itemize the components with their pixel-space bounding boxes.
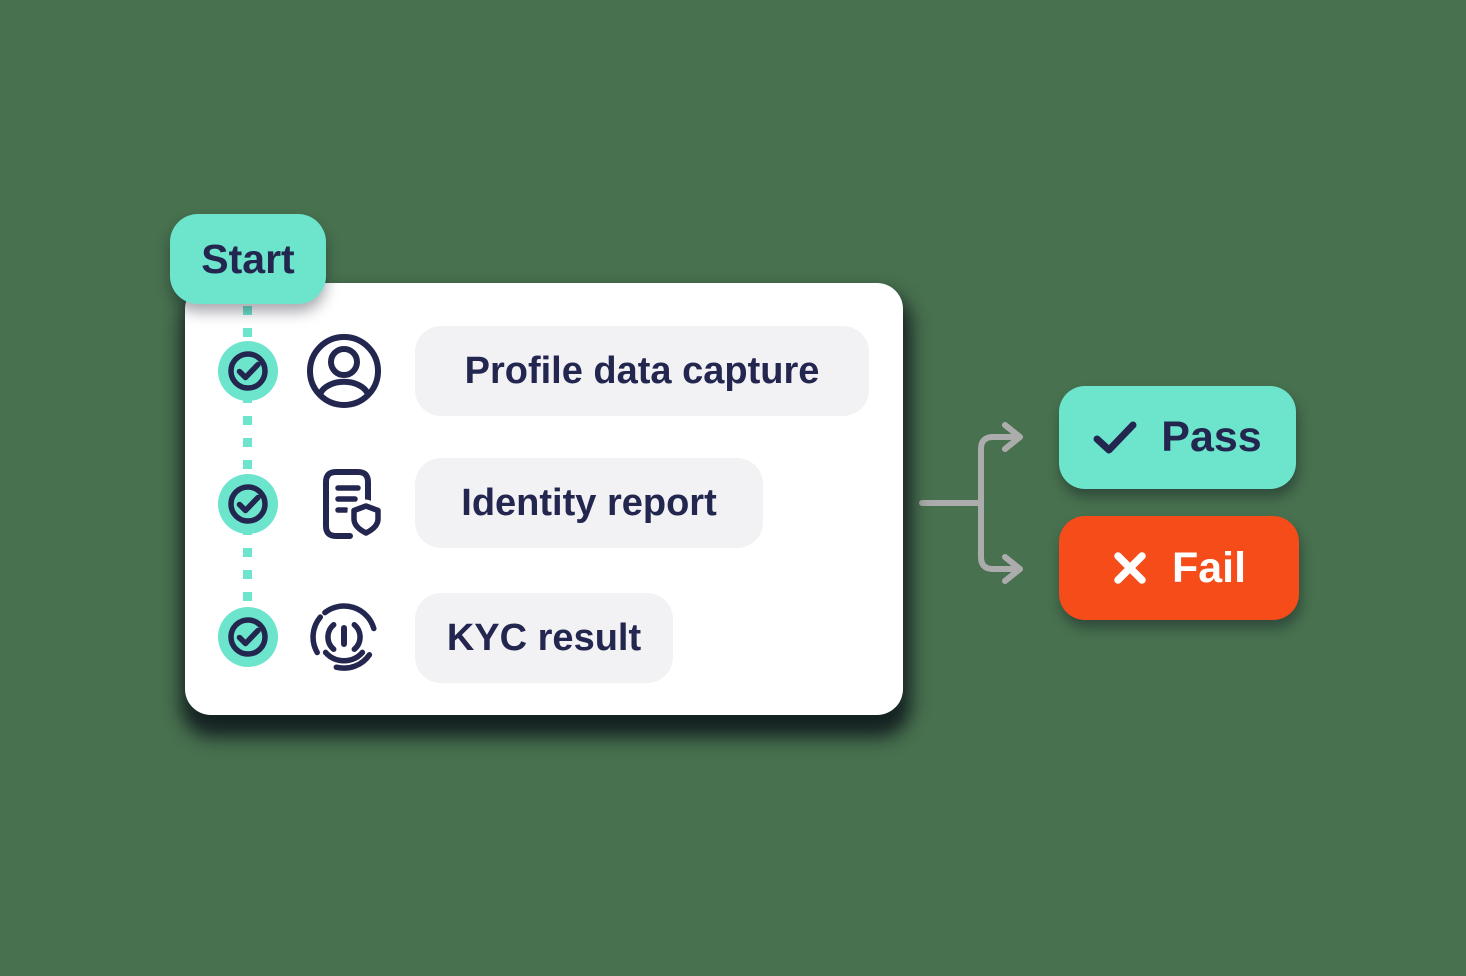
kyc-scan-icon	[310, 603, 377, 671]
fail-button[interactable]: Fail	[1059, 516, 1299, 620]
branch-connector-arrows	[919, 422, 1023, 584]
start-badge[interactable]: Start	[170, 214, 326, 304]
check-circle-icon	[218, 607, 278, 667]
step-label: KYC result	[446, 616, 642, 659]
pass-button-label: Pass	[1161, 413, 1262, 461]
fail-button-label: Fail	[1171, 543, 1247, 592]
timeline-dotted-line	[243, 306, 252, 637]
check-circle-icon	[218, 341, 278, 401]
x-icon	[1114, 552, 1146, 584]
user-profile-icon	[307, 334, 381, 408]
check-icon	[1093, 421, 1137, 453]
check-circle-icon	[218, 474, 278, 534]
step-label: Identity report	[461, 481, 717, 524]
identity-document-shield-icon	[323, 469, 385, 540]
step-label: Profile data capture	[464, 349, 820, 392]
step-pill-kyc-result[interactable]: KYC result	[415, 593, 673, 683]
pass-button[interactable]: Pass	[1059, 386, 1296, 489]
step-pill-profile-data-capture[interactable]: Profile data capture	[415, 326, 869, 416]
start-badge-label: Start	[201, 235, 295, 282]
step-pill-identity-report[interactable]: Identity report	[415, 458, 763, 548]
